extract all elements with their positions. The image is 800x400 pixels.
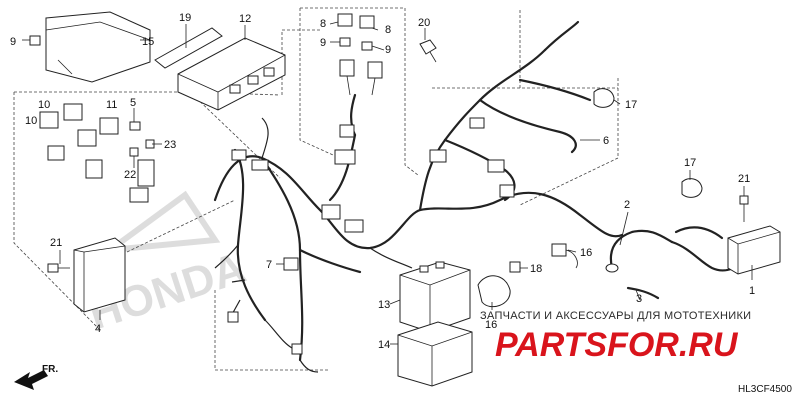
part-1-ignition-coil [670, 225, 781, 275]
front-direction-indicator: FR. [14, 364, 58, 390]
part-16-connector-right [551, 243, 578, 269]
part-16-band-lower [477, 275, 511, 308]
part-21-bolt-left [47, 263, 70, 273]
part-17-clamp-upper [593, 88, 615, 108]
part-19-strap [154, 27, 223, 69]
part-18-clip [509, 261, 521, 273]
callout-8-right: 8 [385, 24, 391, 36]
callout-10-left: 10 [25, 115, 37, 127]
callout-14: 14 [378, 339, 390, 351]
part-15-fuse-box-cover [45, 11, 151, 83]
partsfor-watermark: ЗАПЧАСТИ И АКСЕССУАРЫ ДЛЯ МОТОТЕХНИКИ PA… [480, 310, 751, 364]
part-21-bolt-right [739, 195, 749, 222]
part-8-connectors [337, 13, 383, 96]
callout-leaders [22, 21, 753, 345]
watermark-caption: ЗАПЧАСТИ И АКСЕССУАРЫ ДЛЯ МОТОТЕХНИКИ [480, 310, 751, 322]
callout-21-left: 21 [50, 237, 62, 249]
callout-3: 3 [636, 293, 642, 305]
callout-10-top: 10 [38, 99, 50, 111]
part-4-module [73, 237, 126, 313]
callout-9-right: 9 [385, 44, 391, 56]
callout-4: 4 [95, 323, 101, 335]
callout-15: 15 [142, 36, 154, 48]
part-3-hose [626, 286, 660, 300]
part-14-bracket [397, 321, 473, 387]
part-13-ecu [399, 261, 471, 333]
callout-1: 1 [749, 285, 755, 297]
callout-6: 6 [603, 135, 609, 147]
diagram-code: HL3CF4500 [738, 384, 792, 395]
callout-16-lower: 16 [485, 319, 497, 331]
callout-22: 22 [124, 169, 136, 181]
part-2-hose [605, 229, 674, 273]
callout-labels: 9 15 19 12 8 8 9 9 20 10 10 11 5 23 22 2… [10, 12, 755, 351]
callout-7: 7 [266, 259, 272, 271]
part-7-clamp [283, 257, 299, 271]
main-wire-harness [213, 20, 624, 373]
callout-18: 18 [530, 263, 542, 275]
relays-group [39, 103, 155, 203]
callout-9-mid: 9 [320, 37, 326, 49]
part-9-clip [29, 35, 41, 46]
watermark-logo: PARTSFOR.RU [495, 326, 739, 364]
callout-17-upper: 17 [625, 99, 637, 111]
callout-23: 23 [164, 139, 176, 151]
front-direction-label: FR. [42, 364, 58, 375]
part-17-clamp-lower [681, 178, 703, 198]
callout-19: 19 [179, 12, 191, 24]
callout-21-right: 21 [738, 173, 750, 185]
callout-9-left: 9 [10, 36, 16, 48]
callout-17-lower: 17 [684, 157, 696, 169]
callout-8-left: 8 [320, 18, 326, 30]
callout-13: 13 [378, 299, 390, 311]
callout-11: 11 [106, 99, 117, 111]
callout-2: 2 [624, 199, 630, 211]
part-20-bolt [419, 39, 437, 63]
callout-20: 20 [418, 17, 430, 29]
callout-16-right: 16 [580, 247, 592, 259]
callout-12: 12 [239, 13, 251, 25]
callout-5: 5 [130, 97, 136, 109]
